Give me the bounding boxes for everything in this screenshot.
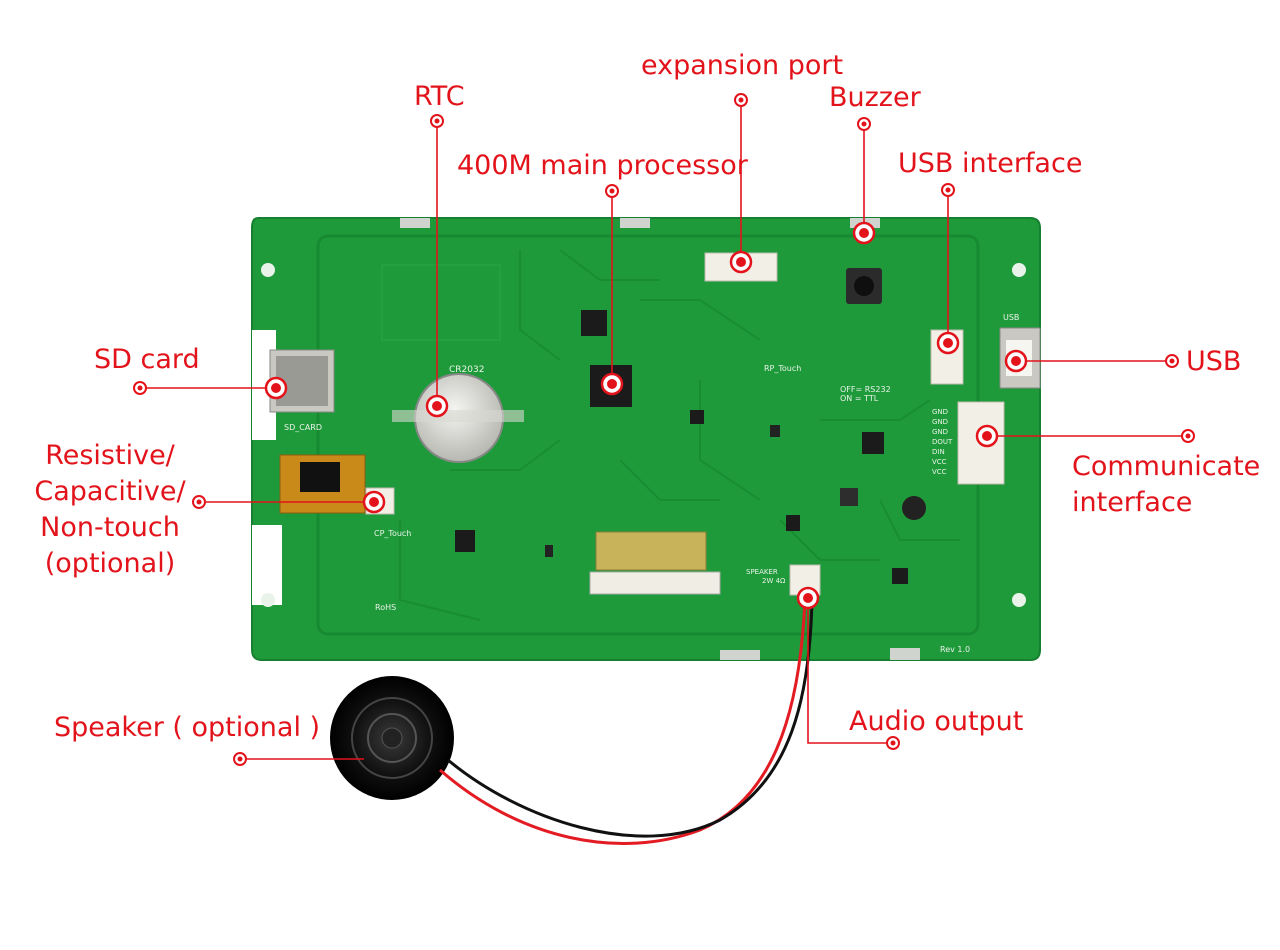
silk-off-rs232: OFF= RS232 [840,385,891,394]
label-touch: Resistive/ Capacitive/ Non-touch (option… [30,438,190,582]
silk-pin: GND [932,428,948,436]
label-touch-line3: Non-touch [40,512,180,543]
label-touch-line1: Resistive/ [45,440,175,471]
silk-pin: GND [932,418,948,426]
leader-lines [140,100,1188,760]
label-touch-line4: (optional) [44,548,176,579]
pcb-silkscreen: SD_CARD CR2032 CP_Touch RP_Touch OFF= RS… [284,313,1019,654]
silk-sd-card: SD_CARD [284,423,322,432]
silk-speaker: SPEAKER [746,568,778,576]
silk-rp-touch: RP_Touch [764,364,801,373]
silk-usb: USB [1003,313,1019,322]
silk-pin: DOUT [932,438,953,446]
silk-pin: GND [932,408,948,416]
label-usb-interface: USB interface [898,148,1083,179]
silk-speaker-rating: 2W 4Ω [762,577,786,585]
silk-cp-touch: CP_Touch [374,529,411,538]
marker-dots [133,93,1195,766]
label-buzzer: Buzzer [829,82,921,113]
label-communicate-interface: Communicate interface [1072,449,1260,521]
silk-rev: Rev 1.0 [940,645,970,654]
label-usb: USB [1186,346,1242,377]
label-touch-line2: Capacitive/ [34,476,186,507]
silk-pin: VCC [932,458,947,466]
label-processor: 400M main processor [457,150,748,181]
silk-rohs: RoHS [375,603,396,612]
silk-cr2032: CR2032 [449,365,484,375]
silk-on-ttl: ON = TTL [840,394,879,403]
silk-pin: DIN [932,448,945,456]
silk-pin: VCC [932,468,947,476]
speaker-part [330,597,814,845]
label-sd-card: SD card [94,344,200,375]
label-communicate-line1: Communicate [1072,451,1261,482]
label-rtc: RTC [414,81,465,112]
label-speaker: Speaker ( optional ) [54,712,321,743]
label-audio-output: Audio output [849,706,1024,737]
label-communicate-line2: interface [1072,487,1193,518]
label-expansion-port: expansion port [641,50,844,81]
